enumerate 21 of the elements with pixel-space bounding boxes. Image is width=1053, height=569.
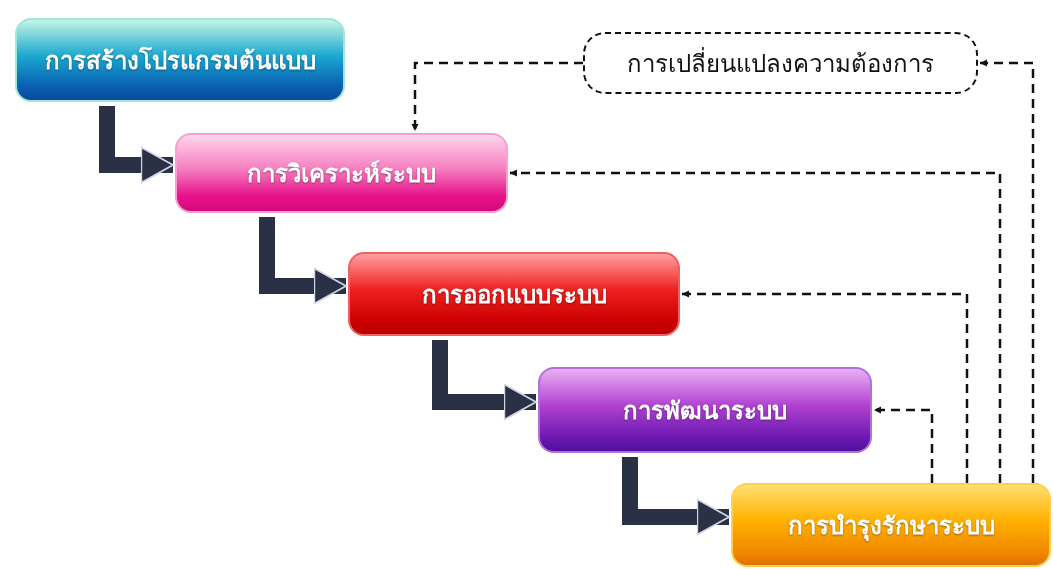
process-box	[348, 252, 680, 336]
dashed-note-box	[583, 32, 978, 94]
process-box	[731, 483, 1051, 567]
block-arrow	[259, 217, 347, 305]
process-box	[538, 367, 872, 453]
dashed-arrow	[509, 169, 1002, 483]
box-label: การวิเคราะห์ระบบ	[247, 158, 436, 190]
dashed-arrow	[411, 61, 583, 132]
block-arrow	[432, 340, 537, 421]
box-label: การเปลี่ยนแปลงความต้องการ	[627, 46, 934, 80]
block-arrow	[622, 457, 730, 536]
dashed-arrow	[873, 406, 934, 483]
dashed-arrow	[681, 290, 969, 483]
box-label: การออกแบบระบบ	[421, 279, 607, 311]
dashed-arrow	[979, 59, 1035, 483]
process-box	[175, 133, 508, 213]
box-label: การสร้างโปรแกรมต้นแบบ	[44, 45, 316, 77]
box-label: การบำรุงรักษาระบบ	[787, 510, 995, 543]
block-arrow	[99, 106, 174, 184]
process-box	[15, 18, 345, 102]
box-label: การพัฒนาระบบ	[623, 395, 787, 427]
